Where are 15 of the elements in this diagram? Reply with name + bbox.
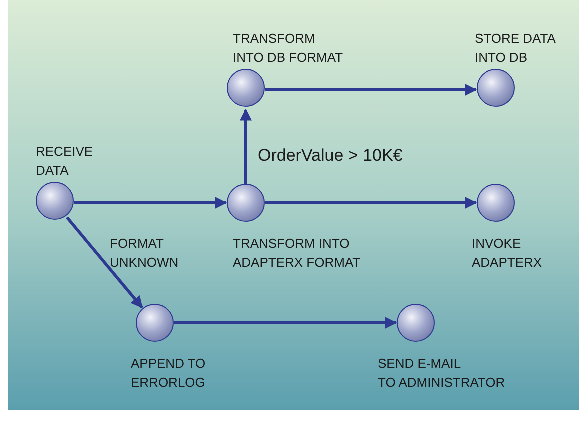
edge-label: OrderValue > 10K€ [258,145,404,167]
arrow [174,317,398,329]
arrow [74,197,228,209]
node-label: SEND E-MAIL TO ADMINISTRATOR [378,355,506,392]
node-label: TRANSFORM INTO DB FORMAT [233,30,344,67]
node-label: APPEND TO ERRORLOG [131,355,207,392]
edge-label: FORMAT UNKNOWN [110,235,180,272]
node-label: STORE DATA INTO DB [475,30,557,67]
node-label: INVOKE ADAPTERX [472,235,544,272]
node-label: RECEIVE DATA [36,143,94,180]
arrow [265,84,478,96]
arrow [240,108,252,184]
node-label: TRANSFORM INTO ADAPTERX FORMAT [233,235,362,272]
arrow [66,216,144,309]
arrow [265,197,478,209]
